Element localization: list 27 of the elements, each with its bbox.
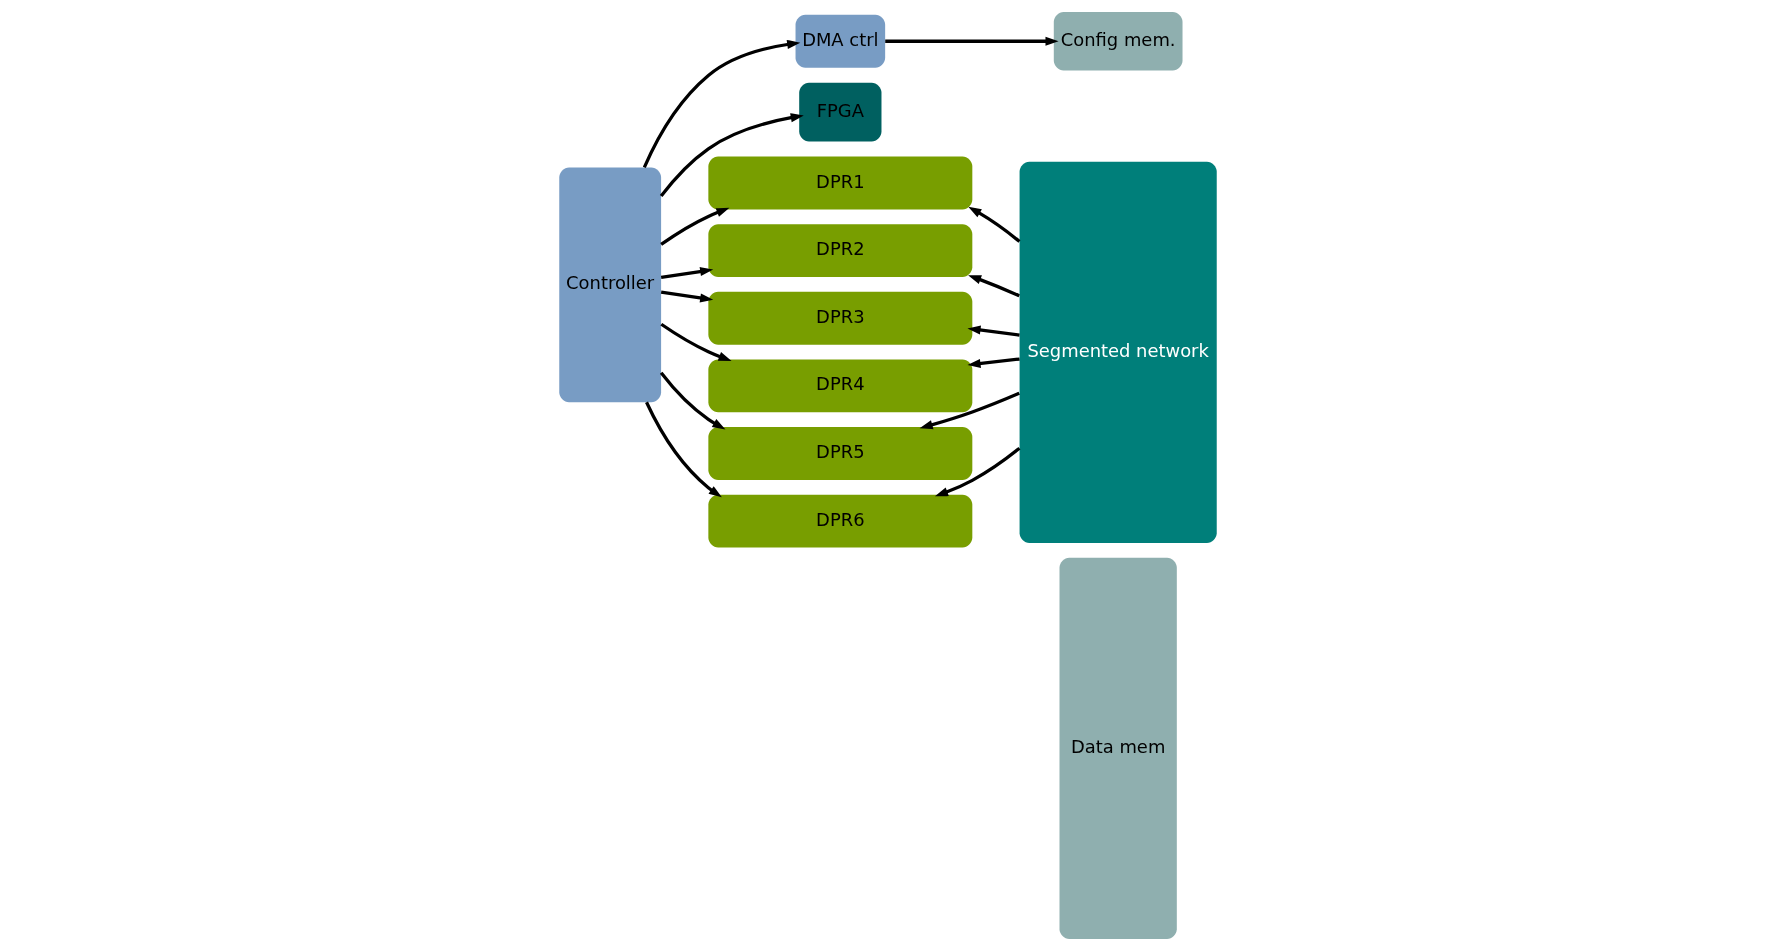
node-box: FPGA xyxy=(799,82,882,142)
arrow xyxy=(967,325,1020,337)
node-box: DPR5 xyxy=(708,427,973,480)
arrow xyxy=(659,113,804,198)
arrow xyxy=(968,206,1021,243)
node-box: DPR6 xyxy=(708,494,973,548)
node-box: DMA ctrl xyxy=(795,14,886,68)
node-box: DPR4 xyxy=(708,359,973,413)
arrow xyxy=(885,36,1059,46)
arrow xyxy=(660,290,714,303)
arrow xyxy=(660,322,732,362)
arrow xyxy=(934,447,1021,497)
node-box: Controller xyxy=(559,167,662,403)
arrow xyxy=(968,275,1020,298)
node-box: DPR1 xyxy=(708,156,973,210)
node-box: Config mem. xyxy=(1053,11,1183,71)
node-box: DPR3 xyxy=(708,291,973,345)
arrow xyxy=(660,207,730,246)
node-box: Data mem xyxy=(1059,557,1177,940)
arrow xyxy=(660,266,714,279)
arrow xyxy=(645,401,722,498)
arrow xyxy=(642,39,801,168)
arrow xyxy=(659,371,726,430)
arrow xyxy=(967,357,1020,369)
node-box: Segmented network xyxy=(1019,161,1217,544)
node-box: DPR2 xyxy=(708,224,973,278)
arrow xyxy=(919,391,1020,430)
